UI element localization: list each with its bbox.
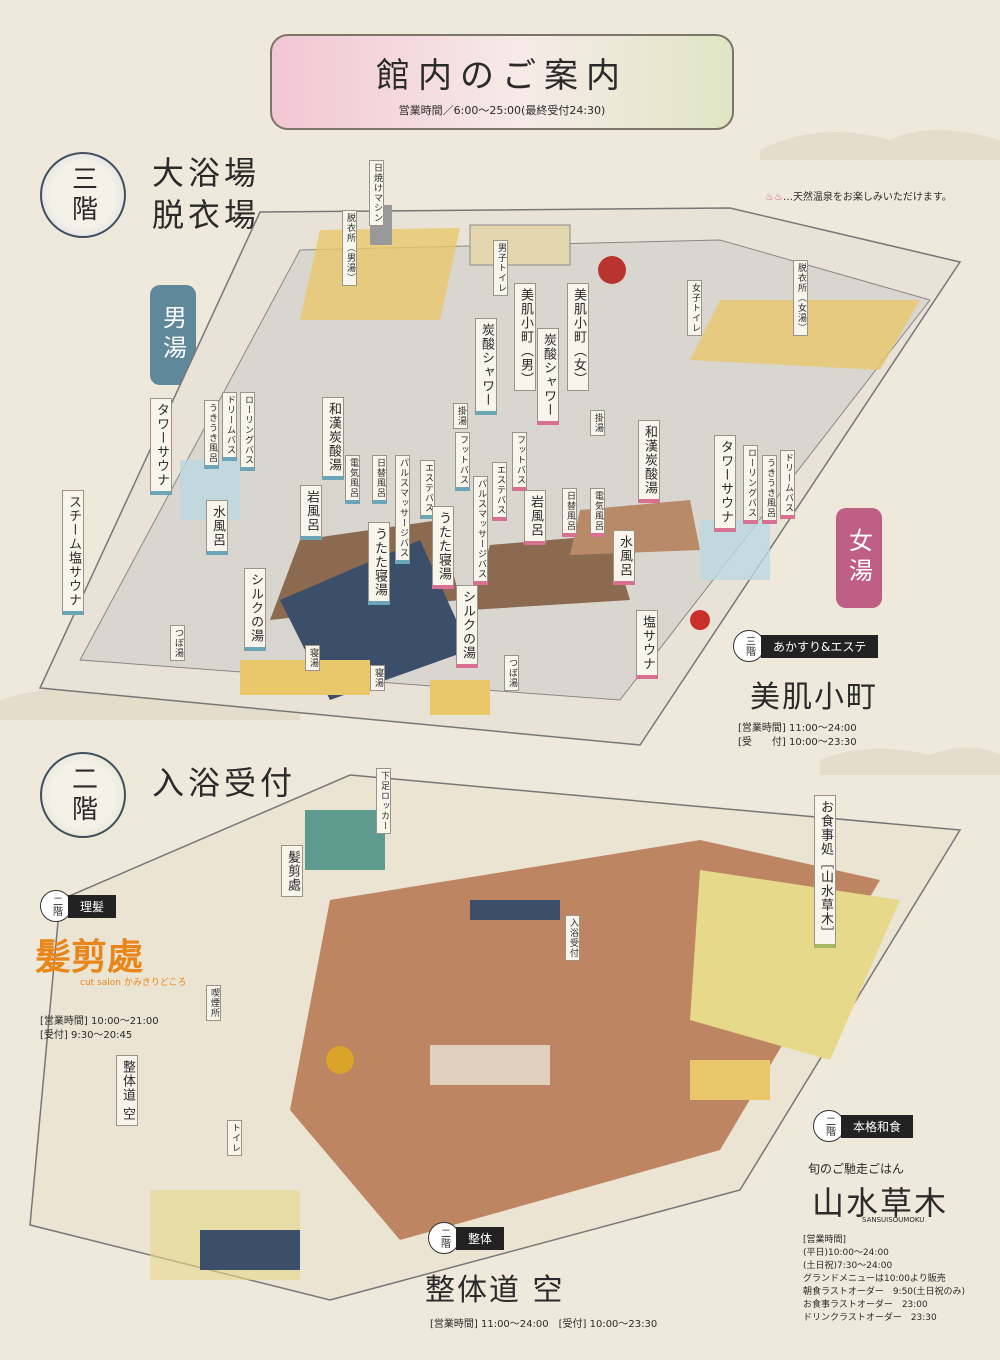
label-daily-bath-men: 日替風呂: [372, 455, 387, 504]
barber-hours-2: [受付] 9:30〜20:45: [40, 1030, 133, 1041]
barber-badge: 二階 理髪: [40, 890, 117, 922]
floor3-title: 大浴場 脱衣場: [152, 152, 260, 236]
label-dream-bath-men: ドリームバス: [222, 392, 237, 461]
washoku-roman: SANSUISOUMOKU: [862, 1216, 925, 1224]
womens-bath-tag: 女湯: [836, 508, 882, 608]
label-bath-reception: 入浴受付: [565, 915, 580, 961]
washoku-line-2: (平日)10:00〜24:00: [803, 1248, 889, 1258]
label-electric-bath-women: 電気風呂: [590, 488, 605, 537]
seitai-hours: [営業時間] 11:00〜24:00 [受付] 10:00〜23:30: [430, 1319, 658, 1330]
label-rock-bath-women: 岩風呂: [524, 490, 546, 545]
label-esthe-bath-women: エステバス: [492, 462, 507, 521]
label-ne-yu-women: 寝湯: [370, 665, 385, 691]
label-carbonated-shower-men: 炭酸シャワー: [475, 318, 497, 415]
label-ne-yu-men: 寝湯: [305, 645, 320, 671]
washoku-badge: 二階 本格和食: [813, 1110, 914, 1142]
label-pulse-massage-men: パルスマッサージバス: [395, 455, 410, 564]
legend-text: …天然温泉をお楽しみいただけます。: [782, 192, 952, 203]
label-restaurant: お食事処［山水草木］: [814, 795, 836, 948]
label-rock-bath-men: 岩風呂: [300, 485, 322, 540]
seitai-logo: 整体道 空: [425, 1273, 565, 1308]
washoku-line-5: 朝食ラストオーダー 9:50(土日祝のみ): [803, 1287, 966, 1297]
label-daily-bath-women: 日替風呂: [562, 488, 577, 537]
label-dream-bath-women: ドリームバス: [780, 450, 795, 519]
label-ukiuki-bath-women: うきうき風呂: [762, 455, 777, 524]
floor2-badge: 二階: [40, 752, 126, 838]
washoku-tagline: 旬のご馳走ごはん: [808, 1162, 905, 1176]
label-wakan-tansan-men: 和漢炭酸湯: [322, 397, 344, 480]
hot-spring-legend: ♨♨…天然温泉をお楽しみいただけます。: [765, 188, 952, 203]
label-steam-salt-sauna: スチーム塩サウナ: [62, 490, 84, 615]
label-smoking-room: 喫煙所: [206, 985, 221, 1021]
barber-hours: [営業時間] 10:00〜21:00 [受付] 9:30〜20:45: [40, 1015, 159, 1043]
washoku-logo: 山水草木: [812, 1184, 949, 1222]
label-salt-sauna-women: 塩サウナ: [636, 610, 658, 679]
bihada-logo: 美肌小町: [750, 680, 878, 715]
floor2-title: 入浴受付: [152, 764, 297, 802]
label-silk-bath-women: シルクの湯: [456, 585, 478, 668]
barber-logo: 髪剪處: [35, 937, 144, 978]
washoku-hours: [営業時間] (平日)10:00〜24:00 (土日祝)7:30〜24:00 グ…: [803, 1234, 965, 1325]
washoku-floor: 二階: [813, 1110, 845, 1142]
label-tower-sauna-women: タワーサウナ: [714, 435, 736, 532]
washoku-line-4: グランドメニューは10:00より販売: [803, 1274, 946, 1284]
business-hours: 営業時間／6:00〜25:00(最終受付24:30): [398, 104, 606, 117]
bihada-badge: 三階 あかすり&エステ: [733, 630, 879, 662]
label-carbonated-shower-women: 炭酸シャワー: [537, 328, 559, 425]
barber-hours-1: [営業時間] 10:00〜21:00: [40, 1016, 159, 1027]
washoku-category: 本格和食: [841, 1114, 914, 1138]
washoku-line-7: ドリンクラストオーダー 23:30: [803, 1313, 937, 1323]
seitai-category: 整体: [456, 1226, 505, 1250]
label-cold-bath-women: 水風呂: [613, 530, 635, 585]
page-title: 館内のご案内: [376, 56, 628, 96]
label-wakan-tansan-women: 和漢炭酸湯: [638, 420, 660, 503]
label-pulse-massage-women: パルスマッサージバス: [473, 476, 488, 585]
bihada-hours-1: [営業時間] 11:00〜24:00: [738, 723, 857, 734]
label-tsubo-bath-men: つぼ湯: [170, 625, 185, 661]
label-kakeyu-women: 掛湯: [590, 410, 605, 436]
label-mens-changing-room: 脱衣所（男湯）: [342, 210, 357, 286]
label-cold-bath-men: 水風呂: [206, 500, 228, 555]
label-ukiuki-bath-men: うきうき風呂: [204, 400, 219, 469]
seitai-badge: 二階 整体: [428, 1222, 505, 1254]
washoku-line-3: (土日祝)7:30〜24:00: [803, 1261, 893, 1271]
label-womens-toilet: 女子トイレ: [687, 280, 702, 336]
label-foot-bath-men: フットバス: [455, 432, 470, 491]
barber-category: 理髪: [68, 894, 117, 918]
bihada-floor: 三階: [733, 630, 765, 662]
label-toilet: トイレ: [227, 1120, 242, 1156]
onsen-icon: ♨♨: [765, 192, 783, 203]
label-utatane-women: うたた寝湯: [432, 506, 454, 589]
washoku-line-6: お食事ラストオーダー 23:00: [803, 1300, 928, 1310]
label-tower-sauna-men: タワーサウナ: [150, 398, 172, 495]
label-foot-bath-women: フットバス: [512, 432, 527, 491]
bihada-hours-2: [受 付] 10:00〜23:30: [738, 737, 857, 748]
label-womens-changing-room: 脱衣所（女湯）: [793, 260, 808, 336]
bihada-category: あかすり&エステ: [761, 634, 879, 658]
barber-floor: 二階: [40, 890, 72, 922]
floor3-title-line2: 脱衣場: [152, 196, 261, 234]
floor3-title-line1: 大浴場: [152, 154, 261, 192]
label-electric-bath-men: 電気風呂: [345, 455, 360, 504]
label-utatane-men: うたた寝湯: [368, 522, 390, 605]
barber-subtitle: cut salon かみきりどころ: [80, 978, 187, 988]
label-kakeyu-men: 掛湯: [453, 403, 468, 429]
label-seitai: 整体道 空: [116, 1055, 138, 1127]
title-banner: 館内のご案内 営業時間／6:00〜25:00(最終受付24:30): [270, 34, 734, 130]
washoku-line-1: [営業時間]: [803, 1235, 847, 1245]
label-shoe-locker: 下足ロッカー: [376, 768, 391, 834]
label-tanning-machine: 日焼けマシン: [369, 160, 384, 226]
label-bihada-men: 美肌小町（男）: [514, 283, 536, 391]
bihada-hours: [営業時間] 11:00〜24:00 [受 付] 10:00〜23:30: [738, 722, 857, 750]
label-tsubo-bath-women: つぼ湯: [504, 655, 519, 691]
label-bihada-women: 美肌小町（女）: [567, 283, 589, 391]
label-esthe-bath-men: エステバス: [420, 460, 435, 519]
label-silk-bath-men: シルクの湯: [244, 568, 266, 651]
label-barber: 髪剪處: [281, 845, 303, 897]
label-rolling-bath-women: ローリングバス: [743, 445, 758, 524]
floor3-badge: 三階: [40, 152, 126, 238]
label-rolling-bath-men: ローリングバス: [240, 392, 255, 471]
label-mens-toilet: 男子トイレ: [493, 240, 508, 296]
